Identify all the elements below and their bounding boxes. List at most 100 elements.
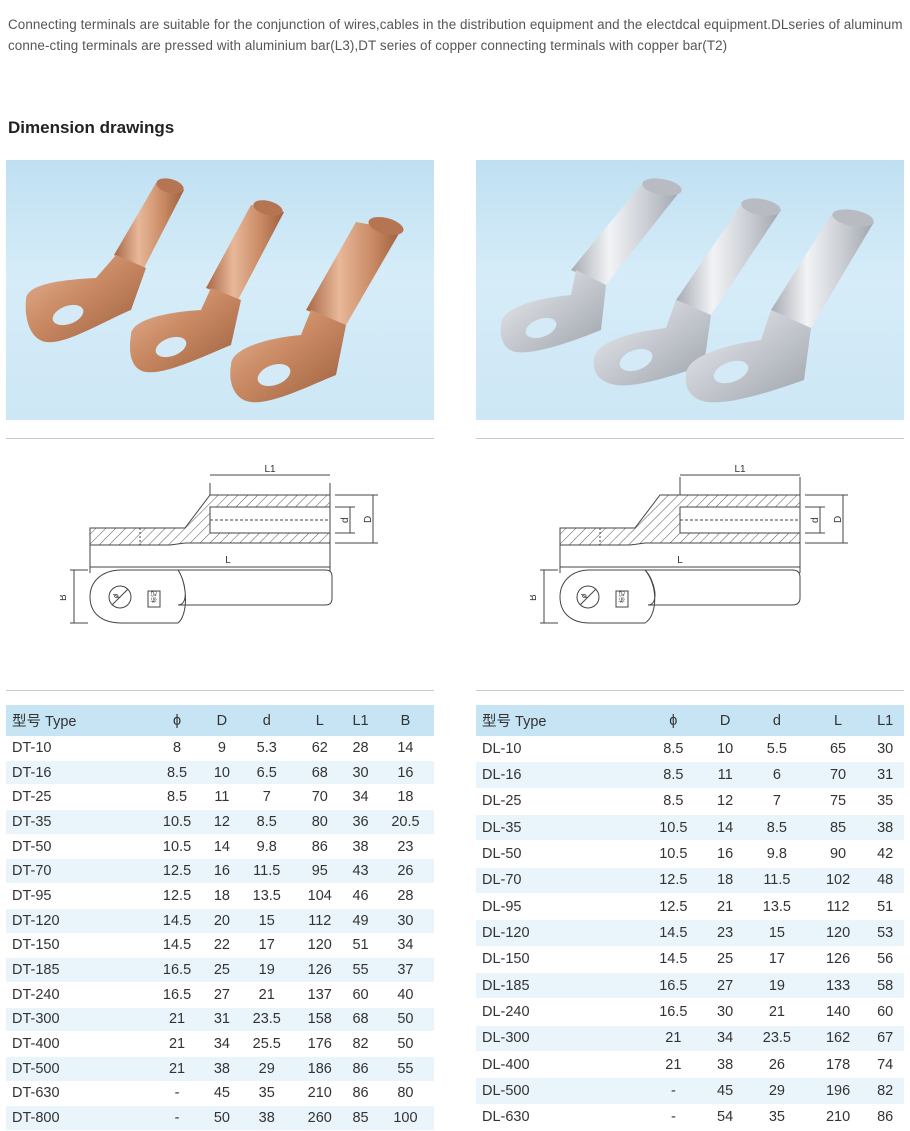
value-cell: 158 (295, 1007, 345, 1033)
value-cell: 21 (706, 893, 744, 921)
value-cell: 45 (205, 1081, 239, 1107)
value-cell: 11 (706, 761, 744, 789)
dl-dimension-drawing: L1 L d D ϕ 标记 B (528, 455, 910, 665)
value-cell: 10 (706, 736, 744, 763)
model-cell: DT-35 (6, 809, 149, 835)
value-cell: 20.5 (376, 809, 434, 835)
column-header: L1 (866, 705, 904, 736)
divider-left-2 (6, 690, 434, 691)
value-cell: 112 (295, 908, 345, 934)
value-cell: 17 (743, 946, 810, 974)
value-cell: 26 (743, 1051, 810, 1079)
value-cell: 25 (205, 957, 239, 983)
value-cell: 21 (238, 982, 296, 1008)
value-cell: 30 (376, 908, 434, 934)
value-cell: 16 (376, 760, 434, 786)
value-cell: - (640, 1104, 707, 1131)
label-b: B (530, 594, 539, 601)
value-cell: 18 (205, 883, 239, 909)
value-cell: 137 (295, 982, 345, 1008)
value-cell: 38 (866, 814, 904, 842)
value-cell: 162 (809, 1025, 867, 1053)
value-cell: 50 (376, 1031, 434, 1057)
value-cell: 11.5 (238, 858, 296, 885)
copper-lug-3 (230, 216, 404, 403)
value-cell: 16.5 (148, 957, 206, 983)
model-cell: DL-25 (476, 788, 641, 816)
model-cell: DT-150 (6, 933, 149, 959)
value-cell: 8 (148, 736, 206, 761)
value-cell: 34 (205, 1031, 239, 1057)
model-cell: DT-800 (6, 1105, 149, 1131)
value-cell: 9.8 (743, 840, 810, 868)
model-cell: DL-300 (476, 1025, 641, 1053)
label-stamp: 标记 (150, 591, 158, 603)
value-cell: 23 (706, 919, 744, 947)
value-cell: 46 (344, 883, 377, 909)
value-cell: 210 (295, 1081, 345, 1107)
column-header: d (238, 705, 296, 736)
label-l: L (225, 555, 231, 566)
value-cell: 7 (743, 788, 810, 816)
value-cell: 104 (295, 883, 345, 909)
value-cell: 8.5 (640, 736, 707, 763)
column-header: L (295, 705, 345, 736)
value-cell: 102 (809, 867, 867, 895)
model-cell: DL-35 (476, 814, 641, 842)
value-cell: 12.5 (640, 893, 707, 921)
value-cell: 23 (376, 834, 434, 860)
value-cell: 34 (376, 933, 434, 959)
value-cell: 8.5 (640, 788, 707, 816)
label-d-large: D (833, 516, 844, 523)
value-cell: 38 (238, 1105, 296, 1131)
value-cell: 38 (344, 834, 377, 860)
value-cell: 38 (205, 1056, 239, 1082)
value-cell: 12.5 (148, 858, 206, 885)
model-cell: DT-16 (6, 760, 149, 786)
value-cell: 8.5 (640, 761, 707, 789)
value-cell: 176 (295, 1031, 345, 1057)
value-cell: 29 (743, 1077, 810, 1105)
value-cell: 14.5 (148, 908, 206, 934)
value-cell: 210 (809, 1104, 867, 1131)
value-cell: 60 (344, 982, 377, 1008)
value-cell: 30 (706, 998, 744, 1026)
divider-right-2 (476, 690, 904, 691)
column-header: 型号 Type (6, 705, 149, 736)
value-cell: 51 (866, 893, 904, 921)
divider-left (6, 438, 434, 439)
value-cell: 19 (238, 957, 296, 983)
model-cell: DL-630 (476, 1104, 641, 1131)
model-cell: DL-16 (476, 761, 641, 789)
model-cell: DT-95 (6, 883, 149, 909)
value-cell: 28 (344, 736, 377, 761)
value-cell: 120 (809, 919, 867, 947)
value-cell: 14.5 (640, 946, 707, 974)
label-d-small: d (340, 517, 351, 523)
value-cell: 6 (743, 761, 810, 789)
column-header: d (743, 705, 810, 736)
model-cell: DL-240 (476, 998, 641, 1026)
value-cell: 35 (866, 788, 904, 816)
value-cell: 178 (809, 1051, 867, 1079)
model-cell: DT-25 (6, 784, 149, 811)
value-cell: 74 (866, 1051, 904, 1079)
model-cell: DT-400 (6, 1031, 149, 1057)
value-cell: 23.5 (238, 1007, 296, 1033)
value-cell: 16.5 (640, 972, 707, 1000)
